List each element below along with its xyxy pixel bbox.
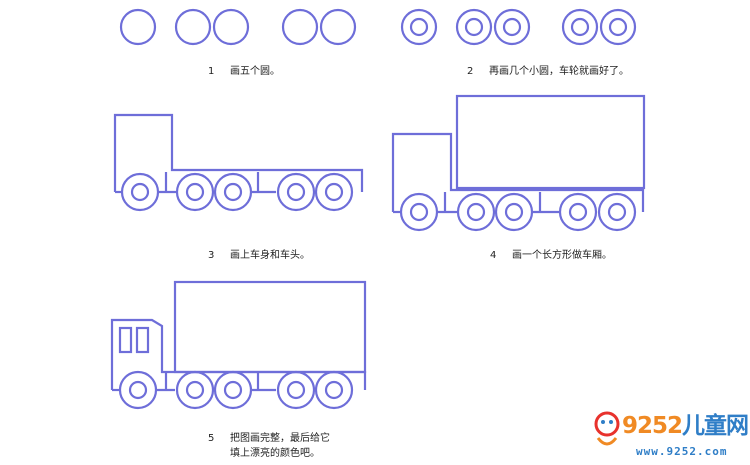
step5-text: 把图画完整，最后给它 (230, 433, 330, 444)
watermark-url: www.9252.com (636, 445, 728, 458)
step4-text: 画一个长方形做车厢。 (512, 250, 612, 261)
step4-number: 4 (490, 250, 497, 261)
step2-number: 2 (467, 66, 474, 77)
step2-text: 再画几个小圆，车轮就画好了。 (489, 66, 629, 77)
watermark-brand: 9252儿童网 (622, 406, 749, 440)
step5-complete-truck (110, 280, 367, 410)
line-art (110, 8, 646, 410)
step2-wheels (400, 8, 637, 46)
step4-truck-with-cargo-box (391, 94, 646, 232)
step3-caption: 3 画上车身和车头。 (208, 249, 310, 263)
step5-number: 5 (208, 433, 215, 444)
step3-number: 3 (208, 250, 215, 261)
step1-number: 1 (208, 66, 215, 77)
step3-truck-body (113, 113, 364, 212)
watermark-brand-text: 儿童网 (682, 413, 749, 439)
step4-caption: 4 画一个长方形做车厢。 (490, 249, 612, 263)
step5-caption: 5 把图画完整，最后给它 (208, 432, 330, 446)
step5-text-line2: 填上漂亮的颜色吧。 (230, 448, 320, 459)
step1-caption: 1 画五个圆。 (208, 65, 280, 79)
step3-text: 画上车身和车头。 (230, 250, 310, 261)
watermark-brand-digits: 9252 (622, 413, 683, 439)
step2-caption: 2 再画几个小圆，车轮就画好了。 (467, 65, 629, 79)
step1-wheel-circles (119, 8, 357, 46)
step5-caption-line2: 填上漂亮的颜色吧。 (230, 447, 320, 461)
step1-text: 画五个圆。 (230, 66, 280, 77)
watermark-mascot-icon (594, 411, 620, 446)
